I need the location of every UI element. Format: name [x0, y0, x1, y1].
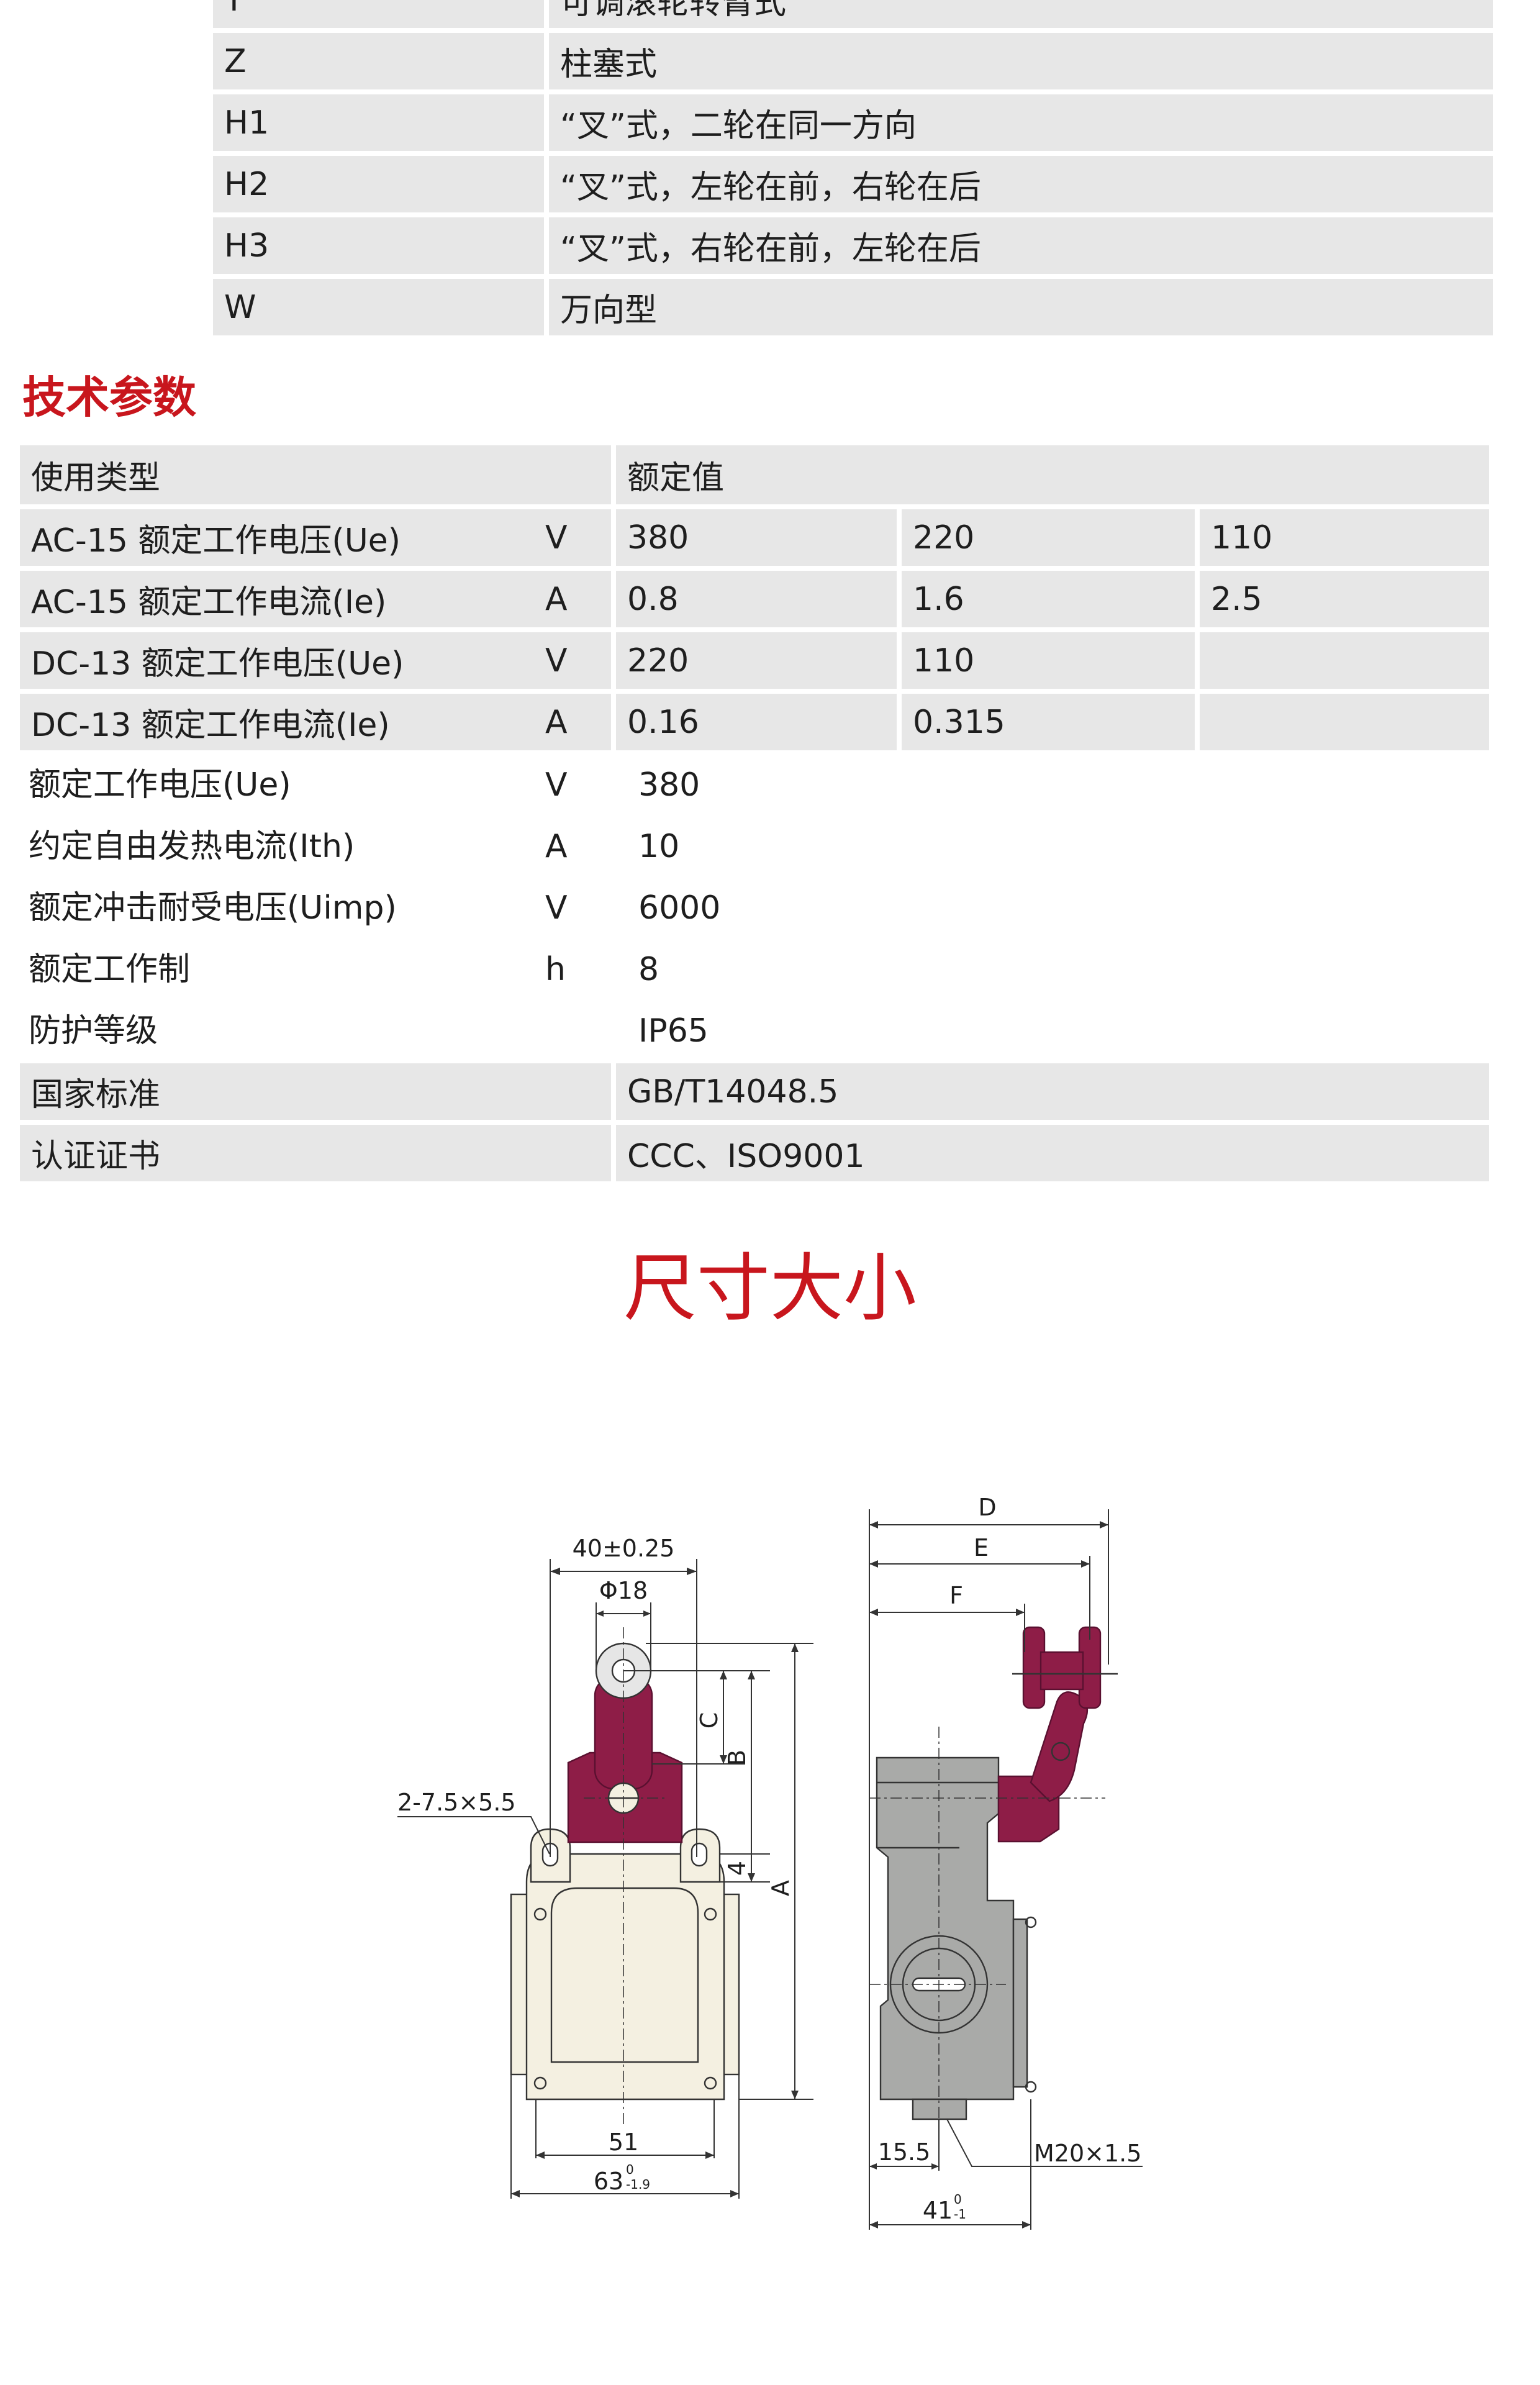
dim-bottom-outer-tol-lower: -1.9 [626, 2177, 650, 2192]
dim-d: D [978, 1494, 996, 1521]
shaded-label-cell: 认证证书 [20, 1125, 611, 1181]
side-body [876, 1756, 1015, 2101]
type-desc-cell: “叉”式，左轮在前，右轮在后 [549, 156, 1493, 212]
acdc-value-2: 110 [902, 632, 1195, 689]
dim-e: E [974, 1534, 989, 1561]
dim-bottom-inner: 51 [609, 2128, 638, 2156]
front-screw-br [704, 2076, 717, 2090]
acdc-value-2: 220 [902, 509, 1195, 566]
side-screw-bottom [1025, 2081, 1037, 2093]
dim-depth-tol-lower: -1 [954, 2207, 966, 2222]
type-code-cell: H2 [213, 156, 544, 212]
shaded-value-cell: CCC、ISO9001 [616, 1125, 1489, 1181]
dim-f: F [949, 1582, 963, 1609]
plain-value: 6000 [638, 889, 721, 927]
acdc-unit: V [545, 519, 568, 556]
type-desc-cell: 可调滚轮转臂式 [549, 0, 1493, 28]
acdc-label-cell: AC-15 额定工作电压(Ue) [20, 509, 611, 566]
dim-15-5: 15.5 [878, 2138, 931, 2166]
acdc-unit: A [545, 581, 568, 618]
acdc-unit: A [545, 704, 568, 741]
plain-value: IP65 [638, 1012, 709, 1050]
dim-bottom-outer-tol-upper: 0 [626, 2162, 634, 2177]
dim-depth: 41 [923, 2197, 953, 2224]
acdc-unit: V [545, 642, 568, 679]
acdc-value-3 [1200, 632, 1489, 689]
front-view [510, 1627, 740, 2124]
dim-b: B [723, 1750, 751, 1766]
dim-depth-tol-upper: 0 [954, 2192, 962, 2207]
acdc-label-cell: DC-13 额定工作电压(Ue) [20, 632, 611, 689]
type-code-cell: H3 [213, 217, 544, 274]
plain-unit: h [545, 951, 566, 988]
acdc-value-2: 0.315 [902, 694, 1195, 750]
type-code-cell: T [213, 0, 544, 28]
front-cover [550, 1887, 699, 2063]
dim-holes: 2-7.5×5.5 [397, 1789, 516, 1816]
shaded-value-cell: GB/T14048.5 [616, 1063, 1489, 1120]
plain-label: 额定工作电压(Ue) [29, 766, 291, 804]
shaded-label-cell: 国家标准 [20, 1063, 611, 1120]
side-roller-bracket [1040, 1651, 1084, 1691]
dimensions-heading: 尺寸大小 [623, 1245, 917, 1331]
plain-unit: V [545, 889, 568, 927]
acdc-value-1: 220 [616, 632, 897, 689]
plain-unit: A [545, 828, 568, 865]
plain-label: 约定自由发热电流(Ith) [29, 828, 355, 865]
acdc-label-cell: DC-13 额定工作电流(Ie) [20, 694, 611, 750]
dim-thread: M20×1.5 [1034, 2140, 1141, 2167]
dim-c: C [695, 1712, 723, 1729]
front-screw-bl [533, 2076, 547, 2090]
acdc-value-2: 1.6 [902, 571, 1195, 627]
dim-bottom-outer: 63 [594, 2168, 623, 2195]
type-desc-cell: “叉”式，二轮在同一方向 [549, 94, 1493, 151]
dim-width-top: 40±0.25 [573, 1535, 675, 1562]
acdc-value-1: 0.16 [616, 694, 897, 750]
tech-header-rated: 额定值 [616, 445, 1489, 504]
plain-label: 额定工作制 [29, 951, 191, 988]
dim-roller-dia: Φ18 [599, 1577, 648, 1604]
side-actuator-pivot [1051, 1742, 1071, 1761]
type-desc-cell: “叉”式，右轮在前，左轮在后 [549, 217, 1493, 274]
front-screw-tl [533, 1907, 547, 1921]
acdc-label-cell: AC-15 额定工作电流(Ie) [20, 571, 611, 627]
side-cover-strip [1012, 1918, 1028, 2088]
front-screw-tr [704, 1907, 717, 1921]
acdc-value-3 [1200, 694, 1489, 750]
tech-params-heading: 技术参数 [22, 372, 196, 423]
plain-label: 额定冲击耐受电压(Uimp) [29, 889, 397, 927]
dim-4: 4 [723, 1861, 751, 1876]
plain-value: 10 [638, 828, 680, 865]
type-desc-cell: 万向型 [549, 279, 1493, 335]
acdc-value-1: 380 [616, 509, 897, 566]
type-desc-cell: 柱塞式 [549, 33, 1493, 89]
tech-header-type: 使用类型 [20, 445, 611, 504]
side-conduit-nut [912, 2098, 967, 2120]
type-code-cell: Z [213, 33, 544, 89]
front-dimension-lines [397, 1559, 813, 2199]
type-code-cell: H1 [213, 94, 544, 151]
acdc-value-3: 110 [1200, 509, 1489, 566]
plain-value: 380 [638, 766, 700, 804]
side-dimension-lines [869, 1509, 1143, 2230]
side-screw-top [1025, 1916, 1037, 1928]
plain-label: 防护等级 [29, 1012, 158, 1050]
acdc-value-3: 2.5 [1200, 571, 1489, 627]
side-view [869, 1626, 1118, 2149]
acdc-value-1: 0.8 [616, 571, 897, 627]
front-right-slot [691, 1842, 708, 1867]
plain-value: 8 [638, 951, 659, 988]
plain-unit: V [545, 766, 568, 804]
type-code-cell: W [213, 279, 544, 335]
dim-a: A [767, 1880, 794, 1896]
